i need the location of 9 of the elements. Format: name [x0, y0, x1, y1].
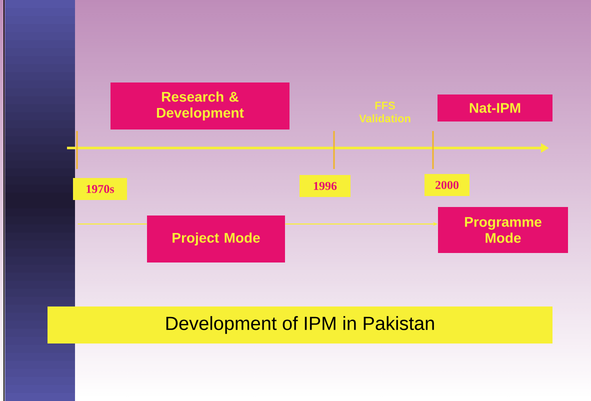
phase-box: Research & Development [110, 82, 290, 130]
year-box: 1996 [300, 175, 350, 197]
phase-box: Programme Mode [438, 207, 568, 253]
year-box: 2000 [424, 174, 470, 196]
title-banner: Development of IPM in Pakistan [48, 306, 552, 344]
phase-box: Nat-IPM [438, 94, 552, 122]
year-box: 1970s [73, 178, 127, 200]
phase-box: Project Mode [147, 216, 285, 262]
phase-label: FFS Validation [359, 102, 410, 122]
